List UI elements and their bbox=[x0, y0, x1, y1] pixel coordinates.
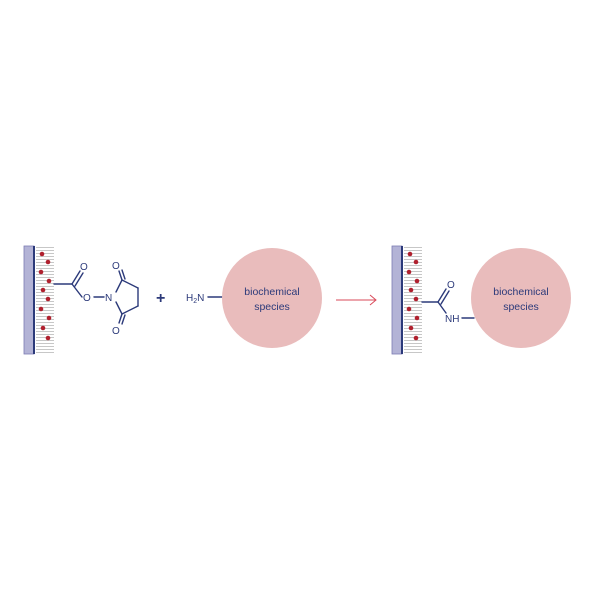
right-surface bbox=[391, 245, 422, 355]
amine-group: H2N bbox=[186, 293, 223, 305]
species-left-line2: species bbox=[254, 301, 290, 313]
left-hatch-layer bbox=[36, 246, 54, 354]
ester-o-link: O bbox=[83, 293, 91, 304]
amine-subscript: 2 bbox=[193, 298, 197, 305]
species-circle-right: biochemical species bbox=[471, 248, 571, 348]
amide-structure: O NH bbox=[421, 280, 475, 325]
plus-operator: + bbox=[156, 290, 165, 307]
amine-label: H2N bbox=[186, 293, 204, 305]
species-right-line2: species bbox=[503, 301, 539, 313]
nhs-n-atom: N bbox=[105, 293, 112, 304]
right-particles bbox=[406, 251, 420, 341]
amide-o: O bbox=[447, 280, 455, 291]
nhs-ester-structure: O O N O O bbox=[53, 261, 139, 337]
ester-o-top: O bbox=[80, 262, 88, 273]
left-surface bbox=[23, 245, 54, 355]
ring-o-top: O bbox=[112, 261, 120, 272]
amine-h: H bbox=[186, 293, 193, 304]
species-left-line1: biochemical bbox=[244, 286, 299, 298]
ring-o-bottom: O bbox=[112, 326, 120, 337]
species-circle-left: biochemical species bbox=[222, 248, 322, 348]
left-particles bbox=[38, 251, 52, 341]
reaction-arrow bbox=[336, 294, 377, 306]
right-substrate-bar bbox=[391, 245, 403, 355]
species-right-line1: biochemical bbox=[493, 286, 548, 298]
amide-nh: NH bbox=[445, 314, 459, 325]
left-substrate-bar bbox=[23, 245, 35, 355]
right-hatch-layer bbox=[404, 246, 422, 354]
amine-n: N bbox=[197, 293, 204, 304]
